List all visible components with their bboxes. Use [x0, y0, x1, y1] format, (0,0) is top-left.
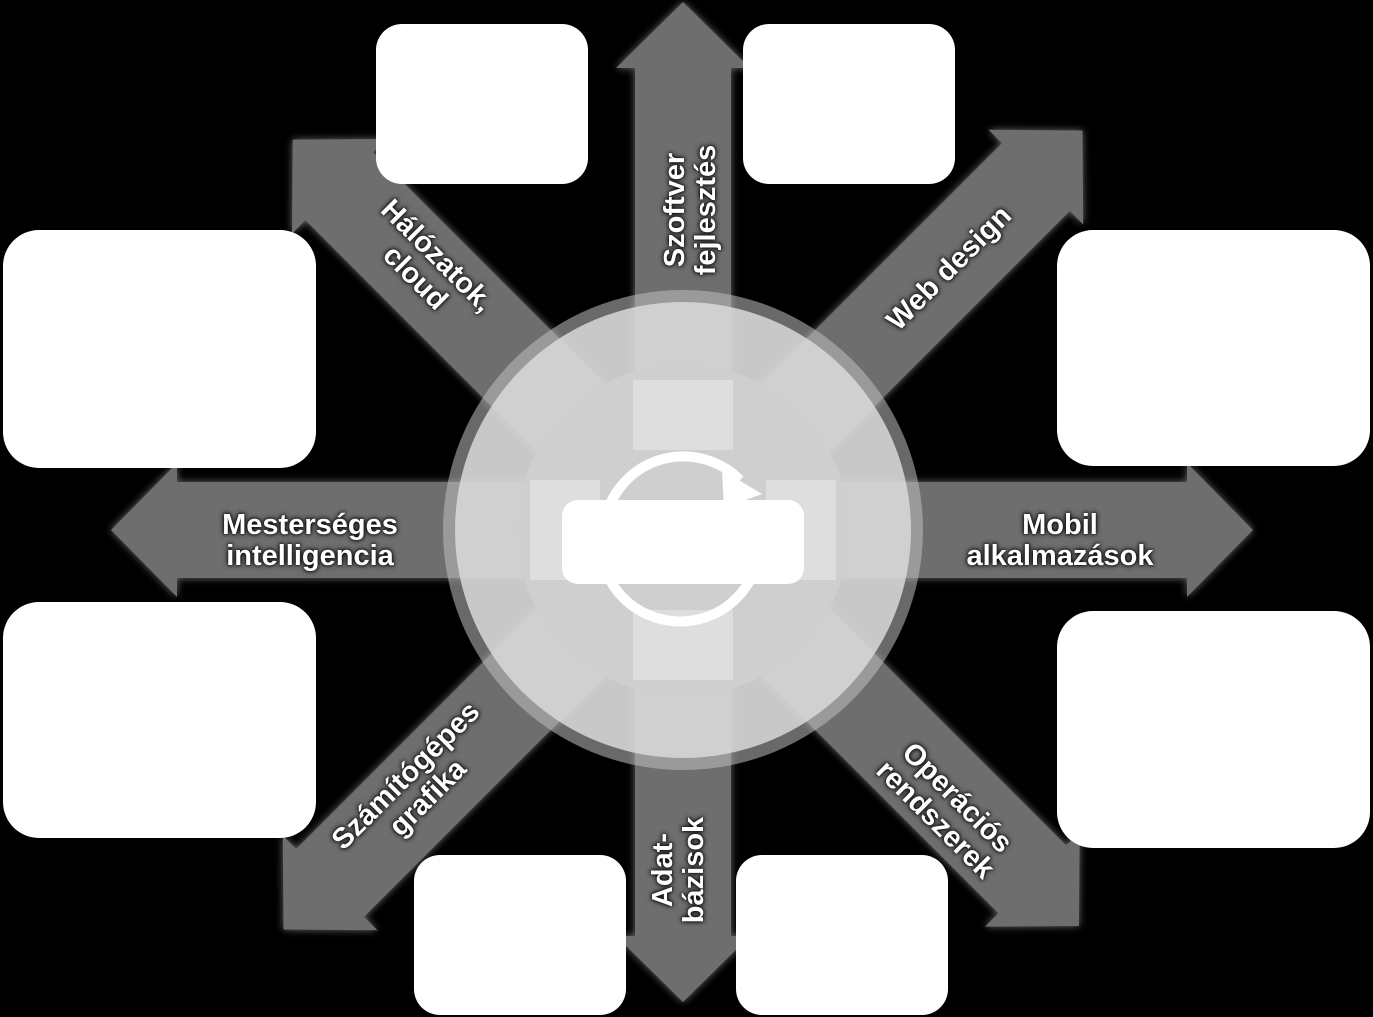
- arrow-label-adatbazis: Adat-bázisok: [647, 816, 710, 924]
- box-top-right: [743, 24, 955, 184]
- box-upper-right: [1057, 230, 1370, 466]
- box-bottom-right: [736, 855, 948, 1015]
- center-label-box: [562, 500, 804, 584]
- box-lower-left: [3, 602, 316, 838]
- box-bottom-left: [414, 855, 626, 1015]
- box-top-left: [376, 24, 588, 184]
- center-hub: [443, 290, 923, 770]
- box-lower-right: [1057, 611, 1370, 848]
- box-upper-left: [3, 230, 316, 468]
